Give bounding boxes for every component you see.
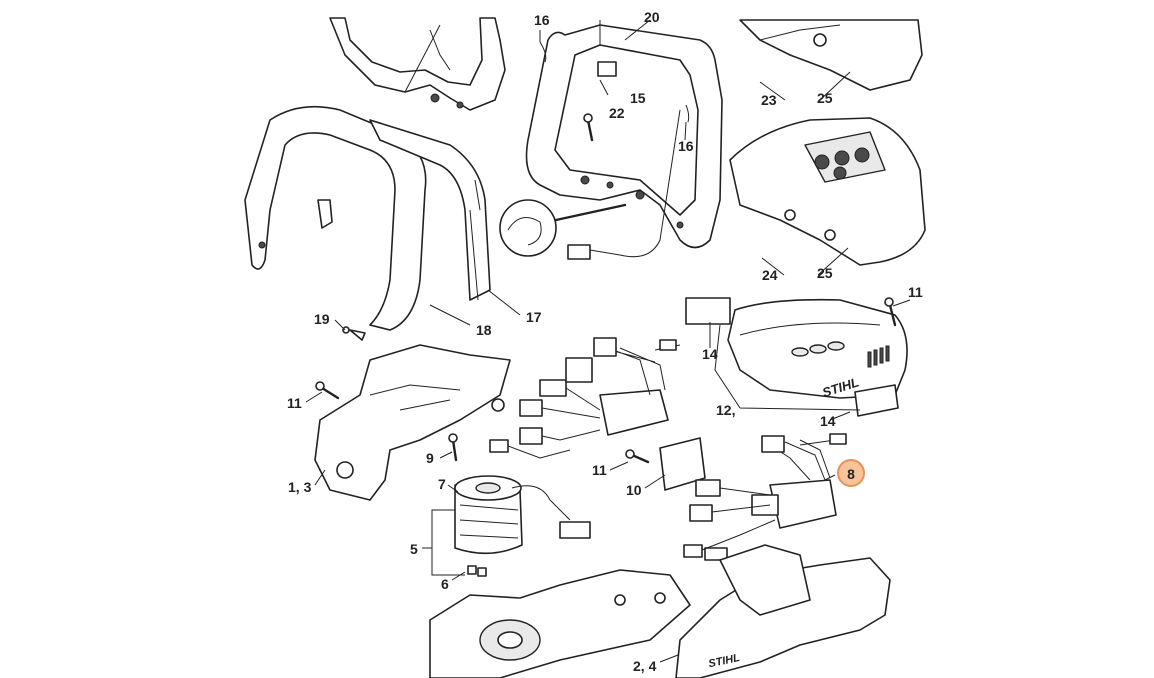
callout-14-left: 14 [702,346,718,362]
electronics-cover: STIHL [727,298,908,400]
callout-14-right: 14 [820,413,836,429]
callout-17: 17 [526,309,542,325]
screws [315,41,897,464]
callout-25-upper: 25 [817,90,833,106]
callout-12: 12, [716,402,736,418]
callout-23: 23 [761,92,777,108]
detail-insets [429,29,627,257]
callout-16-right: 16 [678,138,694,154]
loop-handle [525,19,723,260]
callout-11-mid: 11 [592,462,607,478]
callout-8-highlight[interactable]: 8 [837,459,865,487]
electric-motor [454,475,591,555]
callout-20: 20 [644,9,660,25]
upper-control-board [489,337,681,459]
lower-control-board [683,433,847,561]
callout-19: 19 [314,311,330,327]
callout-2-4: 2, 4 [633,658,657,674]
hand-guard-lower [729,117,926,266]
grip-insert [369,119,491,301]
callout-1-3: 1, 3 [288,479,312,495]
hand-guard-upper [739,19,923,91]
callout-11-top-right: 11 [908,284,923,300]
carbon-brushes [467,565,487,577]
foam-block-upper [685,297,731,325]
vent-slots [867,345,890,368]
gearbox-base [429,569,691,678]
callout-6: 6 [441,576,449,592]
housing-half-right: STIHL [675,544,891,678]
callout-11-left: 11 [287,395,302,411]
housing-half-left [314,344,511,501]
rear-handle-top-fragment [329,17,506,111]
callout-7: 7 [438,476,446,492]
callout-18: 18 [476,322,492,338]
callout-15: 15 [630,90,646,106]
foam-block-lower [854,384,899,417]
callout-22: 22 [609,105,625,121]
callout-8: 8 [847,466,855,482]
callout-16-top: 16 [534,12,550,28]
leader-lines [305,30,911,663]
callout-10: 10 [626,482,642,498]
callout-24: 24 [762,267,778,283]
callout-25-lower: 25 [817,265,833,281]
callout-9: 9 [426,450,434,466]
callout-5: 5 [410,541,418,557]
